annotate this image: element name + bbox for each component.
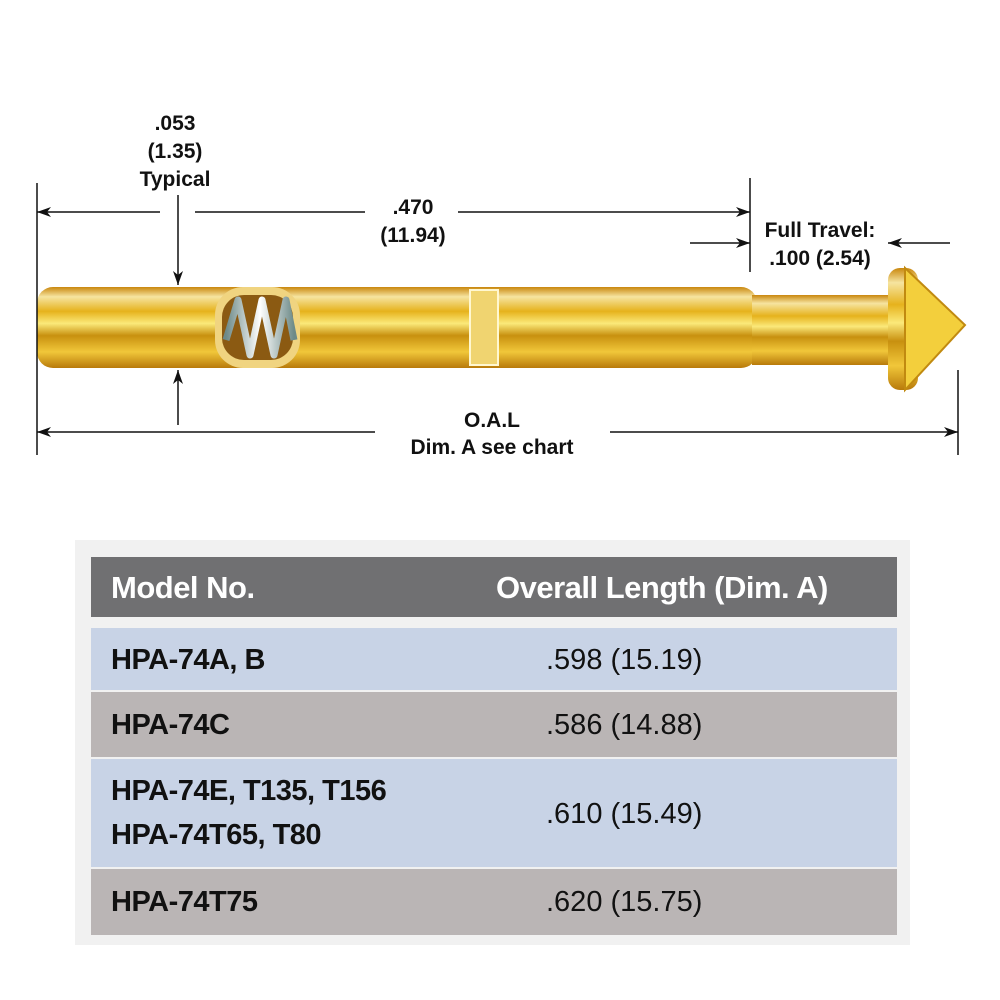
length-cell: .586 (14.88) <box>546 709 703 741</box>
oal-label: O.A.L <box>464 409 520 432</box>
table-row: HPA-74E, T135, T156 HPA-74T65, T80 .610 … <box>91 759 897 867</box>
model-cell: HPA-74C <box>111 709 230 741</box>
probe-diagram: .053 (1.35) Typical .470 (11.94) Full Tr… <box>36 112 967 459</box>
oal-note: Dim. A see chart <box>410 436 573 459</box>
model-cell: HPA-74A, B <box>111 644 266 676</box>
barrel-dim-inch: .470 <box>393 196 434 219</box>
spring-window <box>215 287 300 368</box>
header-model: Model No. <box>111 570 255 605</box>
table-row: HPA-74C .586 (14.88) <box>91 692 897 757</box>
header-length: Overall Length (Dim. A) <box>496 570 828 605</box>
model-cell: HPA-74T75 <box>111 886 258 918</box>
table-header: Model No. Overall Length (Dim. A) <box>91 557 897 617</box>
tip-dim-note: Typical <box>140 168 211 191</box>
model-cell: HPA-74E, T135, T156 <box>111 775 387 807</box>
tip-dim-mm: (1.35) <box>148 140 203 163</box>
travel-value: .100 (2.54) <box>769 247 871 270</box>
travel-label: Full Travel: <box>765 219 876 242</box>
length-cell: .610 (15.49) <box>546 798 703 830</box>
model-cell: HPA-74T65, T80 <box>111 819 322 851</box>
table-row: HPA-74A, B .598 (15.19) <box>91 628 897 690</box>
barrel-dim-mm: (11.94) <box>380 224 445 247</box>
tip-dim-inch: .053 <box>155 112 196 135</box>
length-cell: .598 (15.19) <box>546 644 703 676</box>
dimension-lines <box>36 178 959 455</box>
length-cell: .620 (15.75) <box>546 886 703 918</box>
probe-body <box>37 265 967 393</box>
table-row: HPA-74T75 .620 (15.75) <box>91 869 897 935</box>
